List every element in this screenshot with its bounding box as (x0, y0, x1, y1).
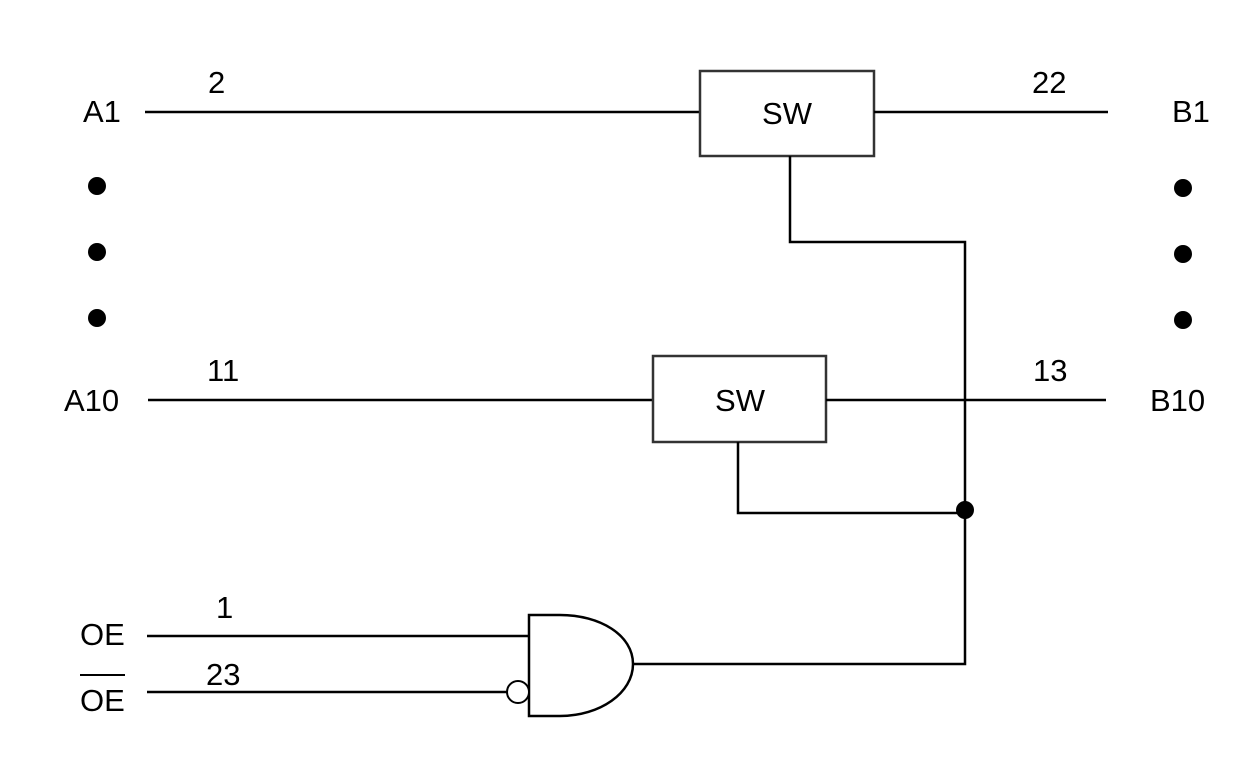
ellipsis-dot-left (88, 309, 106, 327)
ellipsis-dot-right (1174, 245, 1192, 263)
ellipsis-dot-right (1174, 179, 1192, 197)
pin-b10: 13 (1033, 353, 1067, 388)
switch-10-label: SW (715, 383, 766, 418)
and-gate (527, 613, 635, 718)
inverter-bubble-icon (506, 680, 530, 704)
enable-wire-switch-10 (736, 442, 965, 515)
enable-bus (633, 156, 967, 666)
label-a10: A10 (64, 383, 119, 418)
ellipsis-dot-left (88, 243, 106, 261)
ellipsis-dot-left (88, 177, 106, 195)
pin-b1: 22 (1032, 65, 1066, 100)
switch-10 (651, 354, 828, 444)
pin-oe: 1 (216, 590, 233, 625)
switch-1-label: SW (762, 96, 813, 131)
pin-a10: 11 (207, 353, 239, 388)
pin-a1: 2 (208, 65, 225, 100)
junction-dot (956, 501, 974, 519)
pin-oe-bar: 23 (206, 657, 240, 692)
label-a1: A1 (83, 94, 121, 129)
ellipsis-dot-right (1174, 311, 1192, 329)
label-oe: OE (80, 617, 125, 652)
switch-1 (698, 69, 876, 158)
label-oe-bar: OE (80, 683, 125, 718)
label-b10: B10 (1150, 383, 1205, 418)
label-b1: B1 (1172, 94, 1210, 129)
